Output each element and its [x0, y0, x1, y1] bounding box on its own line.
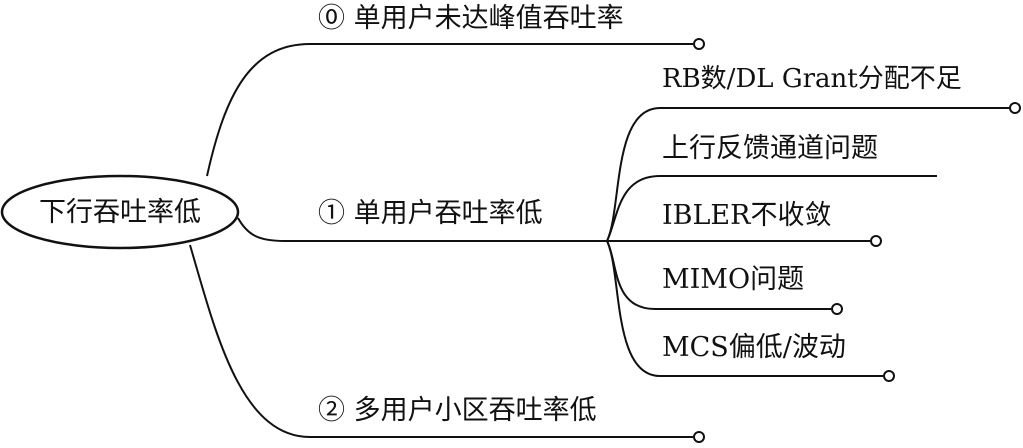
sub-branch-1-end-circle: [1009, 102, 1021, 114]
branch-1-label: ① 单用户吞吐率低: [318, 200, 543, 227]
sub-branch-3-label: IBLER不收敛: [662, 200, 832, 231]
sub-branch-3-end-circle: [870, 235, 882, 247]
branch-2-marker: ②: [318, 395, 345, 426]
branch-1-connector: [237, 217, 607, 242]
branch-1-text: 单用户吞吐率低: [353, 198, 543, 229]
branch-0-end-circle: [693, 38, 705, 50]
sub-branch-4-label: MIMO问题: [662, 264, 805, 295]
root-node-label: 下行吞吐率低: [39, 196, 201, 228]
branch-2-label: ② 多用户小区吞吐率低: [318, 397, 597, 424]
sub-branch-4-end-circle: [831, 303, 843, 315]
sub-branch-1-label: RB数/DL Grant分配不足: [662, 64, 962, 94]
branch-0-connector: [206, 43, 693, 177]
sub-branch-5-connector: [606, 240, 883, 377]
branch-0-text: 单用户未达峰值吞吐率: [353, 3, 624, 34]
branch-0-marker: ⓪: [318, 3, 345, 34]
branch-1-marker: ①: [318, 198, 345, 229]
sub-branch-2-label: 上行反馈通道问题: [662, 133, 878, 164]
sub-branch-5-end-circle: [883, 370, 895, 382]
sub-branch-2-connector: [606, 175, 937, 242]
root-ellipse: [0, 174, 240, 250]
branch-2-connector: [189, 244, 693, 438]
branch-0-label: ⓪ 单用户未达峰值吞吐率: [318, 5, 624, 32]
branch-2-text: 多用户小区吞吐率低: [353, 395, 597, 426]
branch-2-end-circle: [693, 431, 705, 443]
sub-branch-5-label: MCS偏低/波动: [662, 332, 846, 363]
